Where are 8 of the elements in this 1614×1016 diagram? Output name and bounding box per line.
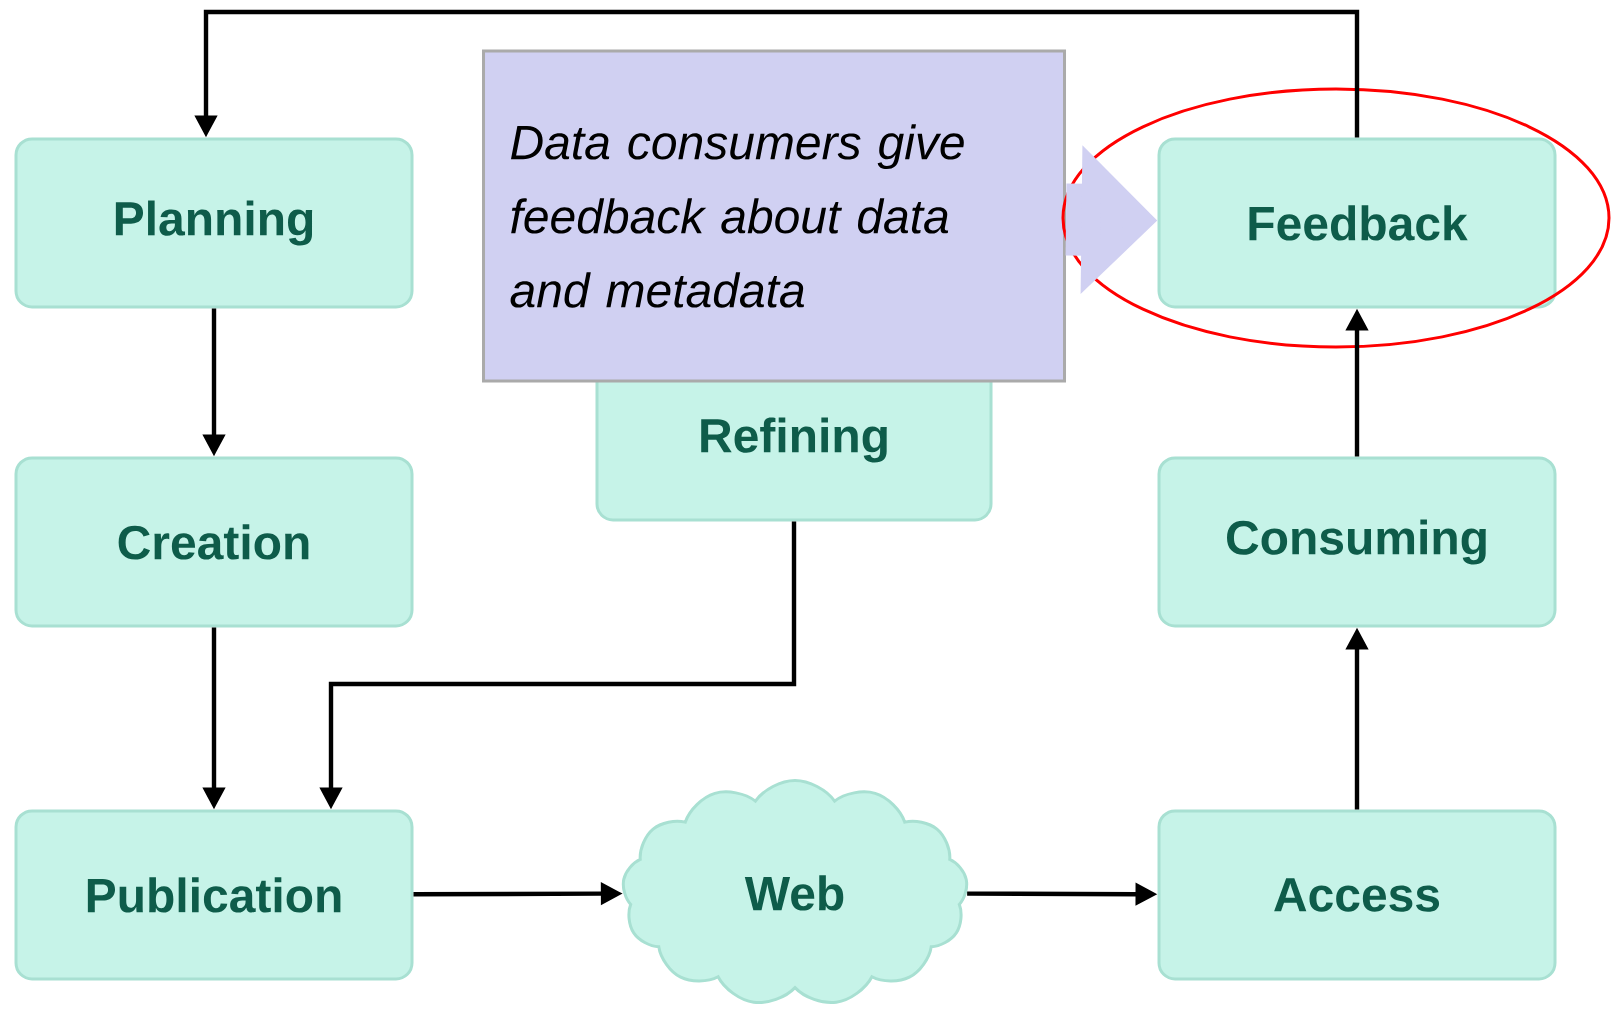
process-box: Access [1157, 809, 1557, 981]
process-box: Consuming [1157, 456, 1557, 628]
process-box: Planning [14, 137, 414, 309]
process-box: Publication [14, 809, 414, 981]
callout-box: Data consumers give feedback about data and metadata [482, 49, 1066, 383]
web-cloud: Web [621, 779, 969, 1005]
process-box: Feedback [1157, 137, 1557, 309]
process-box: Creation [14, 456, 414, 628]
